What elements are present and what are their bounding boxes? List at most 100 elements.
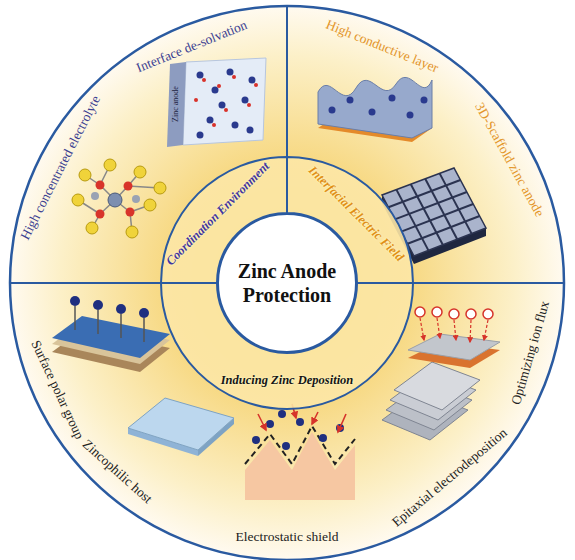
polar-group-illustration — [93, 300, 103, 310]
ion-flux-illustration — [470, 320, 471, 342]
desolvation-illustration — [212, 123, 216, 127]
electrostatic-shield-illustration — [245, 404, 355, 500]
ion-flux-illustration — [420, 318, 488, 342]
solvation-molecule — [134, 166, 146, 178]
desolvation-illustration — [167, 58, 266, 147]
strategy-label: 3D-Scaffold zinc anode — [472, 100, 547, 219]
solvation-molecule — [132, 195, 140, 203]
desolvation-illustration — [202, 78, 206, 82]
ion-flux-illustration — [484, 320, 488, 340]
solvation-molecule — [104, 159, 116, 171]
epitaxial-illustration — [382, 362, 480, 440]
electrostatic-shield-illustration — [252, 436, 260, 444]
desolvation-illustration — [197, 72, 204, 79]
electrostatic-shield-illustration — [278, 410, 286, 418]
sector-outline — [161, 283, 413, 409]
desolvation-illustration — [167, 62, 186, 147]
scaffold-illustration — [411, 184, 443, 245]
desolvation-illustration — [247, 103, 251, 107]
solvation-molecule — [108, 193, 122, 207]
strategy-label: High conductive layer — [324, 18, 441, 77]
strategy-label: Surface polar group — [27, 339, 86, 442]
polar-group-illustration — [97, 310, 99, 334]
electrostatic-shield-illustration — [319, 434, 327, 442]
conductive-layer-illustration — [421, 97, 428, 104]
epitaxial-illustration — [394, 362, 480, 410]
desolvation-illustration — [254, 83, 258, 87]
desolvation-illustration — [232, 75, 236, 79]
conductive-layer-illustration — [318, 77, 432, 138]
strategy-label: Electrostatic shield — [235, 530, 338, 545]
desolvation-illustration — [227, 69, 234, 76]
solvation-molecule — [72, 159, 166, 238]
sector-outline — [287, 157, 413, 283]
solvation-molecule — [96, 181, 105, 190]
ion-flux-illustration — [454, 320, 456, 340]
polar-group-illustration — [75, 306, 144, 342]
solvation-molecule — [144, 199, 156, 211]
polar-group-illustration — [70, 296, 80, 306]
polar-group-illustration — [74, 306, 76, 330]
desolvation-illustration — [242, 97, 249, 104]
category-label: Inducing Zinc Deposition — [221, 373, 354, 388]
desolvation-illustration — [194, 98, 198, 102]
solvation-molecule — [96, 210, 105, 219]
conductive-layer-illustration — [389, 95, 396, 102]
desolvation-illustration — [207, 117, 214, 124]
solvation-molecule — [91, 192, 99, 200]
solvation-molecule — [154, 182, 166, 194]
polar-group-illustration — [52, 316, 170, 358]
circle-outline — [218, 214, 356, 352]
electrostatic-shield-illustration — [282, 442, 290, 450]
solvation-molecule — [124, 182, 133, 191]
ion-flux-illustration — [420, 318, 424, 340]
desolvation-illustration — [249, 77, 256, 84]
electrostatic-shield-illustration — [266, 420, 274, 428]
desolvation-illustration — [224, 108, 228, 112]
electrostatic-shield-illustration — [312, 412, 318, 424]
electrostatic-shield-illustration — [258, 414, 266, 430]
strategy-label: Interface de-solvation — [134, 18, 249, 76]
electrostatic-shield-illustration — [296, 418, 304, 426]
polar-group-illustration — [120, 314, 122, 338]
center-title: Zinc Anode Protection — [225, 259, 349, 307]
sector-outline — [161, 157, 287, 283]
desolvation-illustration — [247, 127, 254, 134]
ion-flux-illustration — [483, 309, 493, 319]
ion-flux-illustration — [415, 307, 425, 317]
scaffold-illustration — [440, 173, 472, 233]
conductive-layer-illustration — [369, 109, 376, 116]
conductive-layer-illustration — [347, 97, 354, 104]
desolvation-illustration — [232, 122, 239, 129]
polar-group-illustration — [52, 296, 170, 372]
desolvation-illustration — [183, 58, 266, 145]
electrostatic-shield-illustration — [245, 432, 355, 500]
scaffold-illustration — [425, 179, 457, 239]
solvation-molecule — [72, 194, 84, 206]
ion-flux-illustration — [449, 309, 459, 319]
solvation-molecule — [126, 208, 135, 217]
zincophilic-host-illustration — [128, 398, 234, 450]
strategy-label: High concentrated electrolyte — [18, 93, 104, 242]
desolvation-illustration — [197, 132, 204, 139]
polar-group-illustration — [139, 308, 149, 318]
solvation-molecule — [86, 222, 98, 234]
strategy-label: Optimizing ion flux — [509, 299, 553, 406]
ion-flux-illustration — [466, 309, 476, 319]
conductive-layer-illustration — [329, 107, 336, 114]
zincophilic-host-illustration — [128, 398, 234, 456]
conductive-layer-illustration — [407, 112, 414, 119]
ion-flux-illustration — [437, 318, 440, 338]
strategy-label: Zincophilic host — [79, 437, 154, 507]
strategy-label: Epitaxial electrodeposition — [390, 425, 511, 530]
solvation-molecule — [79, 169, 91, 181]
ion-flux-illustration — [408, 307, 500, 368]
desolvation-illustration — [219, 102, 226, 109]
polar-group-illustration — [116, 304, 126, 314]
outer-disc — [10, 6, 564, 560]
ion-flux-illustration — [408, 334, 500, 360]
desolvation-illustration — [212, 87, 219, 94]
ion-flux-illustration — [432, 307, 442, 317]
